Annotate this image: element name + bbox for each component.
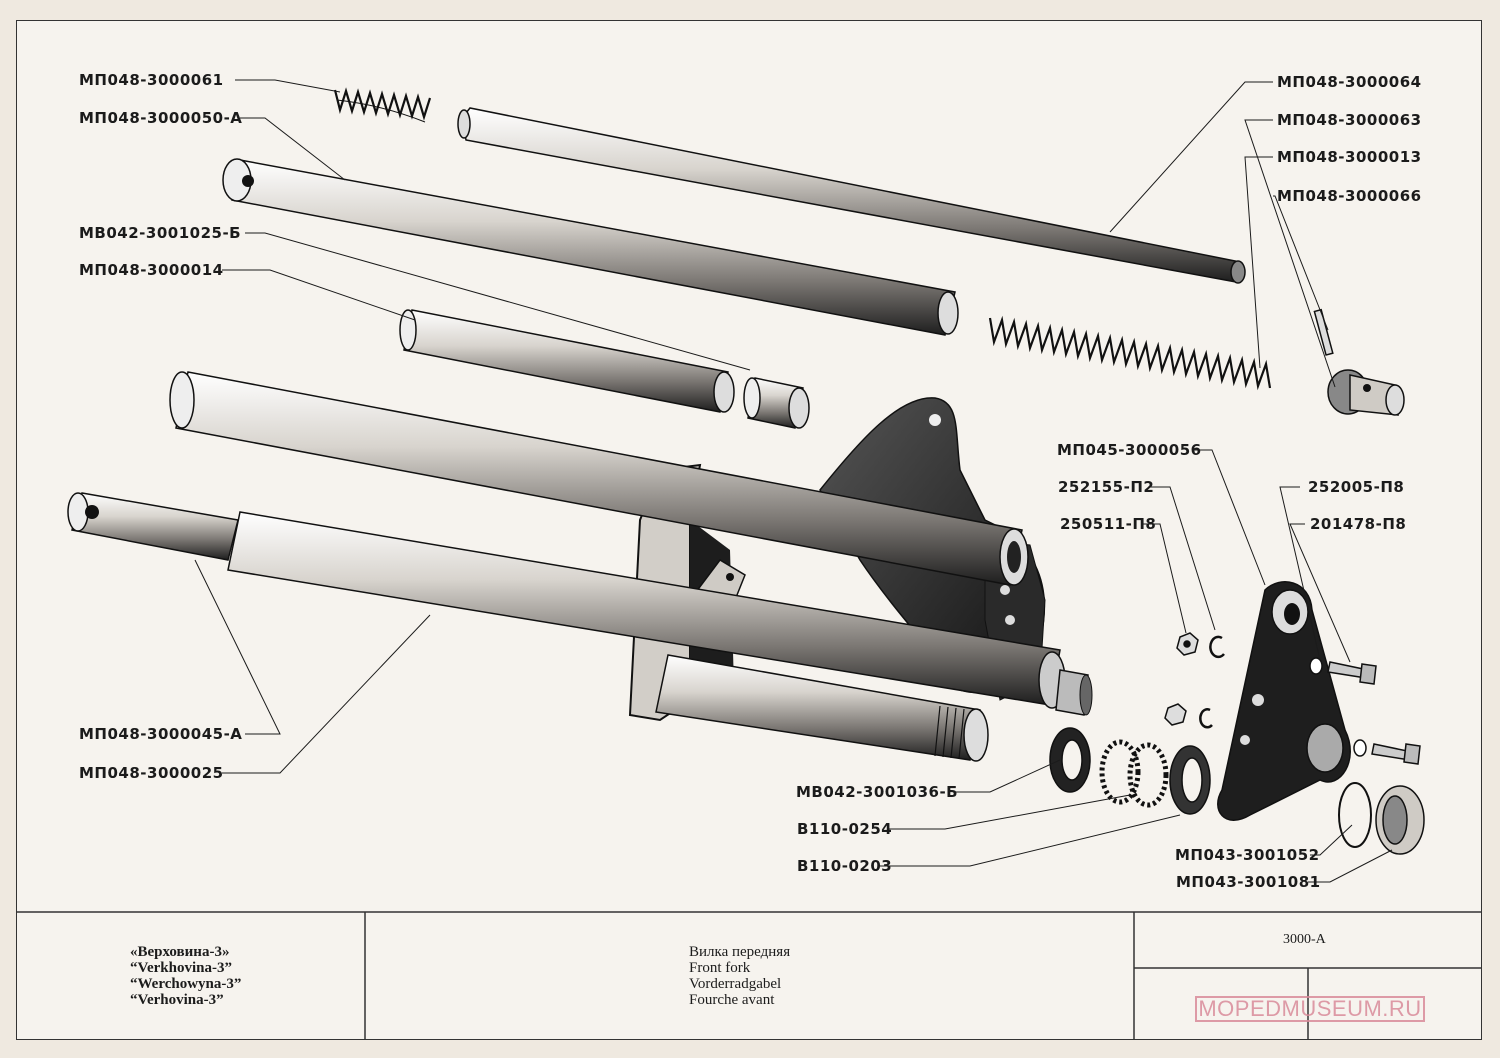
part-label-lower-tube: МП048-3000025 xyxy=(79,764,224,782)
document-number: 3000-А xyxy=(1283,932,1326,947)
part-label-upper-tube: МП048-3000050-А xyxy=(79,109,243,127)
pin xyxy=(1313,308,1334,356)
part-label-washer: 250511-П8 xyxy=(1060,515,1157,533)
fork-leg-lower xyxy=(67,492,1093,716)
threaded-tube xyxy=(655,654,989,762)
bracket-hole xyxy=(929,414,941,426)
part-label-spring-short: МП048-3000061 xyxy=(79,71,224,89)
part-label-washer-2: 252005-П8 xyxy=(1308,478,1405,496)
part-label-long-rod: МП048-3000064 xyxy=(1277,73,1422,91)
side-plate-hole xyxy=(1005,615,1015,625)
small-hardware xyxy=(1164,632,1421,765)
part-label-nut: 252155-П2 xyxy=(1058,478,1155,496)
model-name-de: “Werchowyna-3” xyxy=(130,976,242,992)
part-label-seal: МП043-3001052 xyxy=(1175,846,1320,864)
upper-tube xyxy=(222,158,959,336)
title-block-grid xyxy=(16,911,1482,1040)
short-tube xyxy=(399,309,735,413)
part-name-en: Front fork xyxy=(689,960,751,976)
part-label-pin: МП048-3000066 xyxy=(1277,187,1422,205)
bushing xyxy=(743,377,810,429)
part-name-fr: Fourche avant xyxy=(689,992,775,1008)
side-plate-hole xyxy=(1000,585,1010,595)
part-label-cap: МП043-3001081 xyxy=(1176,873,1321,891)
part-name-block: Вилка передняя Front fork Vorderradgabel… xyxy=(689,944,790,1008)
fork-link-plate xyxy=(1217,581,1351,821)
fork-leg-upper xyxy=(169,371,1029,586)
model-name-fr: “Verhovina-3” xyxy=(130,992,224,1008)
part-label-bolt: 201478-П8 xyxy=(1310,515,1407,533)
model-name-ru: «Верховина-3» xyxy=(130,944,230,960)
part-name-ru: Вилка передняя xyxy=(689,944,791,960)
leader-lines xyxy=(194,79,1393,883)
part-label-bearing-cup: МВ042-3001036-Б xyxy=(796,783,959,801)
part-label-link-plate: МП045-3000056 xyxy=(1057,441,1202,459)
watermark: MOPEDMUSEUM.RU xyxy=(1195,996,1425,1022)
long-rod xyxy=(457,107,1246,284)
bearing-set xyxy=(1049,727,1425,855)
part-label-short-tube: МП048-3000014 xyxy=(79,261,224,279)
part-label-long-spring: МП048-3000013 xyxy=(1277,148,1422,166)
part-label-bushing: МВ042-3001025-Б xyxy=(79,224,242,242)
model-name-en: “Verkhovina-3” xyxy=(130,960,232,976)
part-label-bearing-race: В110-0203 xyxy=(797,857,893,875)
part-label-top-nut: МП048-3000063 xyxy=(1277,111,1422,129)
short-spring xyxy=(333,87,432,123)
part-label-ball-cage: В110-0254 xyxy=(797,820,893,838)
part-name-de: Vorderradgabel xyxy=(689,976,782,992)
fork-lug-hole xyxy=(726,573,734,581)
model-name-block: «Верховина-3» “Verkhovina-3” “Werchowyna… xyxy=(130,944,241,1008)
top-nut xyxy=(1327,369,1405,416)
part-label-fork-leg: МП048-3000045-А xyxy=(79,725,243,743)
long-spring xyxy=(988,315,1272,391)
